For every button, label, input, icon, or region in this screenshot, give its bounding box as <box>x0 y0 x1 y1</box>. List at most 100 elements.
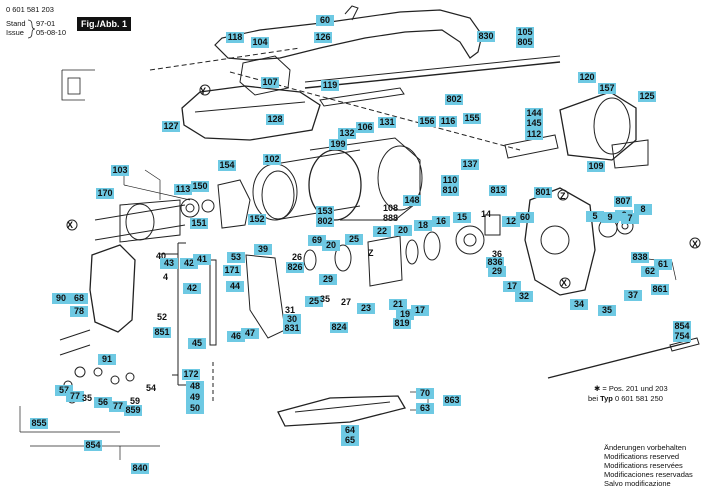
callout-4: 4 <box>163 272 169 282</box>
stand-label: Stand <box>6 19 26 28</box>
callout-z-top: Z <box>560 191 566 201</box>
callout-43: 43 <box>160 258 178 269</box>
callout-855: 855 <box>30 418 48 429</box>
callout-836: 836 <box>486 257 504 268</box>
issue-label: Issue <box>6 28 24 37</box>
callout-29-b: 29 <box>488 266 506 277</box>
callout-25-b: 25 <box>305 296 323 307</box>
callout-40: 40 <box>156 251 167 261</box>
callout-172: 172 <box>182 369 200 380</box>
callout-91: 91 <box>98 354 116 365</box>
callout-z-mid: Z <box>368 248 374 258</box>
callout-20-b: 20 <box>322 240 340 251</box>
callout-35-right: 35 <box>598 305 616 316</box>
callout-32: 32 <box>515 291 533 302</box>
callout-131: 131 <box>378 117 396 128</box>
callout-107: 107 <box>261 77 279 88</box>
callout-36: 36 <box>492 249 503 259</box>
callout-25-a: 25 <box>345 234 363 245</box>
part-number: 0 601 581 203 <box>6 5 54 14</box>
footnote-type-bold: Typ <box>600 394 613 403</box>
callout-90: 90 <box>52 293 70 304</box>
callout-831: 831 <box>283 323 301 334</box>
callout-125: 125 <box>638 91 656 102</box>
callout-46: 46 <box>227 331 245 342</box>
callout-60-top: 60 <box>316 15 334 26</box>
callout-42-a: 42 <box>180 258 198 269</box>
callout-21: 21 <box>389 299 407 310</box>
callout-155: 155 <box>463 113 481 124</box>
callout-104: 104 <box>251 37 269 48</box>
callout-34: 34 <box>570 299 588 310</box>
footnote-type: bei Typ 0 601 581 250 <box>588 394 663 403</box>
callout-70: 70 <box>416 388 434 399</box>
callout-16: 16 <box>432 216 450 227</box>
callout-47: 47 <box>241 328 259 339</box>
callout-851: 851 <box>153 327 171 338</box>
callout-9: 9 <box>601 212 619 223</box>
callout-116: 116 <box>439 116 457 127</box>
callout-813: 813 <box>489 185 507 196</box>
callout-41: 41 <box>193 254 211 265</box>
callout-171: 171 <box>223 265 241 276</box>
callout-861: 861 <box>651 284 669 295</box>
callout-151: 151 <box>190 218 208 229</box>
callout-22: 22 <box>373 226 391 237</box>
callout-819: 819 <box>393 318 411 329</box>
callout-113: 113 <box>174 184 192 195</box>
callout-5: 5 <box>586 211 604 222</box>
mod-it: Salvo modificazione <box>604 479 671 488</box>
callout-44: 44 <box>226 281 244 292</box>
callout-y: Y <box>200 86 207 96</box>
callout-18: 18 <box>414 220 432 231</box>
callout-859: 859 <box>124 405 142 416</box>
callout-103: 103 <box>111 165 129 176</box>
callout-112: 112 <box>525 129 543 140</box>
callout-807: 807 <box>614 196 632 207</box>
callout-150: 150 <box>191 181 209 192</box>
mod-es: Modificaciones reservadas <box>604 470 693 479</box>
callout-152: 152 <box>248 214 266 225</box>
callout-42-b: 42 <box>183 283 201 294</box>
callout-78: 78 <box>70 306 88 317</box>
modifications-notice: Änderungen vorbehalten Modifications res… <box>604 443 693 488</box>
callout-838: 838 <box>631 252 649 263</box>
callout-17-a: 17 <box>411 305 429 316</box>
callout-64: 64 <box>341 425 359 436</box>
callout-77-b: 77 <box>109 401 127 412</box>
callout-x-mid: X <box>561 278 568 288</box>
callout-65: 65 <box>341 435 359 446</box>
callout-156: 156 <box>418 116 436 127</box>
callout-60-mid: 60 <box>516 212 534 223</box>
callout-826: 826 <box>286 262 304 273</box>
callout-157: 157 <box>598 83 616 94</box>
callout-863: 863 <box>443 395 461 406</box>
callout-23: 23 <box>357 303 375 314</box>
callout-x-left: X <box>67 220 74 230</box>
callout-39: 39 <box>254 244 272 255</box>
callout-109: 109 <box>587 161 605 172</box>
callout-801: 801 <box>534 187 552 198</box>
callout-31: 31 <box>285 305 296 315</box>
callout-148: 148 <box>403 195 421 206</box>
callout-27: 27 <box>341 297 352 307</box>
callout-14: 14 <box>481 209 492 219</box>
callout-15: 15 <box>453 212 471 223</box>
mod-de: Änderungen vorbehalten <box>604 443 687 452</box>
callout-154: 154 <box>218 160 236 171</box>
callout-53: 53 <box>227 252 245 263</box>
callout-77-a: 77 <box>66 391 84 402</box>
callout-37: 37 <box>624 290 642 301</box>
callout-12: 12 <box>502 216 520 227</box>
callout-854-left: 854 <box>84 440 102 451</box>
callout-56: 56 <box>94 397 112 408</box>
callout-20-a: 20 <box>394 225 412 236</box>
callout-35-low: 35 <box>82 393 93 403</box>
callout-69: 69 <box>308 235 326 246</box>
callout-7: 7 <box>621 213 639 224</box>
